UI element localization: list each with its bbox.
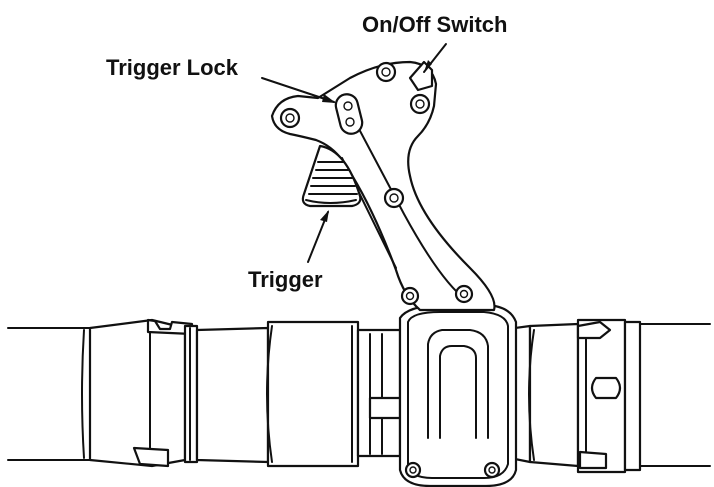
blower-tube [7,318,711,474]
trigger-lock-slider [334,93,364,135]
trigger-lock-leader [261,77,335,103]
handle-arm [270,60,496,312]
on-off-switch-label: On/Off Switch [362,12,508,37]
trigger [301,144,362,208]
trigger-lock-label: Trigger Lock [106,55,239,80]
trigger-lock-arrowhead [322,94,336,103]
trigger-label: Trigger [248,267,323,292]
handle-mount [398,303,518,487]
on-off-switch-arrowhead [424,60,432,72]
callout-lines [261,43,447,263]
trigger-arrowhead [320,210,329,222]
